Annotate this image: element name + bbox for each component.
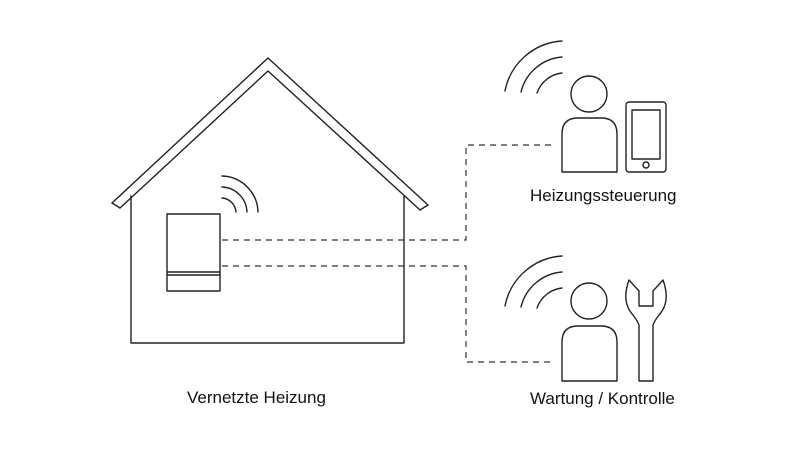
connection-to-service: [222, 265, 553, 363]
wireless-signal-icon: [504, 40, 563, 94]
house-icon: [111, 57, 429, 344]
person-icon: [561, 282, 618, 382]
wrench-icon: [625, 279, 667, 382]
connection-to-control: [222, 144, 553, 241]
smartphone-icon: [625, 101, 667, 173]
heating-boiler-icon: [166, 213, 221, 292]
house-label: Vernetzte Heizung: [187, 388, 326, 407]
wireless-signal-icon: [221, 175, 259, 213]
connection-lines: [222, 144, 553, 363]
person-icon: [561, 75, 618, 173]
wireless-signal-icon: [504, 255, 563, 309]
control-label: Heizungssteuerung: [530, 186, 677, 205]
service-label: Wartung / Kontrolle: [530, 389, 675, 408]
